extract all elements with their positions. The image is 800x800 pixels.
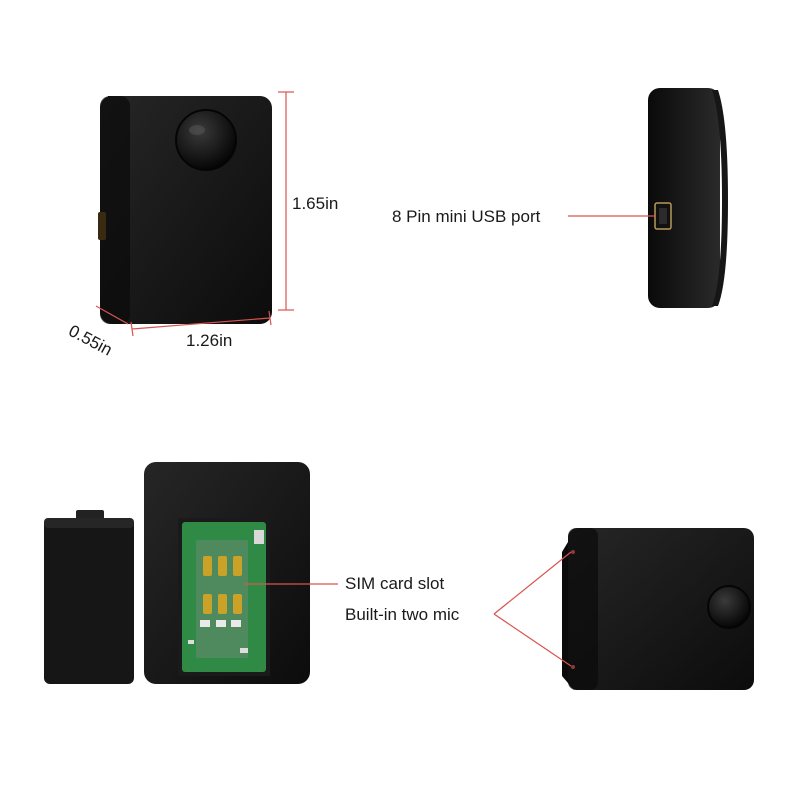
usb-port-icon [98,212,106,240]
camera-lens-icon [707,585,751,629]
dimension-lines [95,91,294,337]
device-side-view [648,88,728,308]
device-side-body [648,88,720,308]
camera-lens-icon [175,109,237,171]
mic-label: Built-in two mic [345,605,460,624]
device-mic-body [568,528,754,690]
width-label: 1.26in [186,331,233,350]
width-dimension-line [131,317,271,330]
device-front-view [98,96,272,324]
device-open-view [144,462,310,684]
device-mic-view [562,528,754,690]
mic-hole-icon [571,550,575,554]
height-label: 1.65in [292,194,339,213]
sim-slot-label: SIM card slot [345,574,445,593]
battery-cover [44,510,134,684]
mic-pointer-lines [493,551,572,667]
mic-hole-icon [571,665,575,669]
back-cover-body [44,518,134,684]
sim-contacts [203,556,242,614]
depth-dimension-line [95,305,129,325]
usb-port-label: 8 Pin mini USB port [392,207,541,226]
